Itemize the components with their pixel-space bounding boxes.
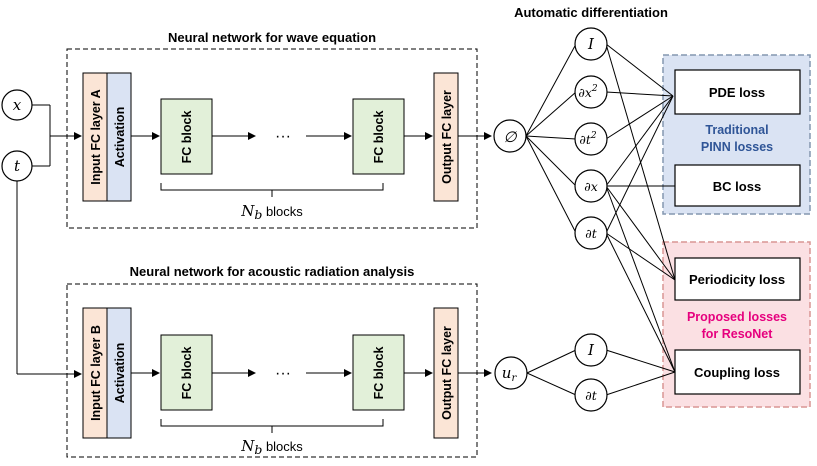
output-fc-layer-bottom-label: Output FC layer — [440, 326, 454, 420]
fc-block-top-2 — [352, 98, 405, 175]
ur-output-node: ur — [494, 356, 528, 390]
pde-loss-box — [674, 69, 801, 115]
derivative-identity-label: I — [587, 35, 595, 53]
fc-block-top-1-label: FC block — [180, 111, 194, 164]
fc-block-bottom-1 — [160, 334, 213, 411]
traditional-group-label-2: PINN losses — [701, 140, 773, 154]
derivative-identity-node: I — [574, 27, 608, 61]
activation-top-label: Activation — [113, 107, 127, 167]
acoustic-network-title: Neural network for acoustic radiation an… — [130, 264, 415, 279]
blocks-brace-bottom — [160, 419, 384, 427]
derivative-dt-bottom-label: ∂t — [585, 388, 597, 403]
derivative-identity-bottom-label: I — [587, 341, 595, 359]
periodicity-loss-label: Periodicity loss — [689, 272, 785, 287]
blocks-count-top: Nb blocks — [240, 202, 303, 222]
fc-block-top-1 — [160, 98, 213, 175]
derivative-dt-node: ∂t — [574, 216, 608, 250]
coupling-loss-box — [674, 349, 801, 395]
activation-bottom-label: Activation — [113, 343, 127, 403]
proposed-group-label-1: Proposed losses — [687, 310, 787, 324]
derivative-dx2-node: ∂x2 — [574, 75, 608, 109]
fc-block-top-2-label: FC block — [372, 111, 386, 164]
activation-top — [106, 72, 132, 202]
output-fc-layer-top-label: Output FC layer — [440, 90, 454, 184]
proposed-group-label-2: for ResoNet — [702, 327, 774, 341]
autodiff-edges — [525, 43, 676, 396]
input-t-label: t — [14, 157, 21, 175]
derivative-dx2-label: ∂x2 — [578, 84, 598, 100]
fc-block-bottom-1-label: FC block — [180, 347, 194, 400]
output-fc-layer-bottom — [433, 307, 459, 439]
derivative-dx-label: ∂x — [584, 179, 598, 194]
output-fc-layer-top — [433, 72, 459, 202]
derivative-dx-node: ∂x — [574, 169, 608, 203]
wave-network-title: Neural network for wave equation — [168, 30, 376, 45]
bc-loss-label: BC loss — [713, 179, 761, 194]
input-fc-layer-b — [82, 307, 108, 439]
wave-network-frame — [66, 48, 478, 229]
pde-loss-label: PDE loss — [709, 85, 765, 100]
blocks-count-bottom: Nb blocks — [240, 437, 303, 457]
input-x-label: x — [13, 96, 22, 114]
ellipsis-top: ··· — [275, 128, 291, 145]
ellipsis-bottom: ··· — [275, 365, 291, 382]
input-fc-layer-b-label: Input FC layer B — [89, 325, 103, 421]
blocks-brace-top — [160, 183, 384, 191]
bc-loss-box — [674, 164, 801, 207]
derivative-dt-label: ∂t — [585, 226, 597, 241]
periodicity-loss-box — [674, 257, 801, 301]
fc-block-bottom-2 — [352, 334, 405, 411]
input-fc-layer-a-label: Input FC layer A — [89, 89, 103, 184]
input-t-node: t — [1, 150, 33, 182]
derivative-dt-bottom-node: ∂t — [574, 378, 608, 412]
derivative-dt2-node: ∂t2 — [574, 122, 608, 156]
acoustic-network-frame — [66, 283, 478, 458]
derivative-identity-bottom-node: I — [574, 333, 608, 367]
input-x-node: x — [1, 89, 33, 121]
derivative-dt2-label: ∂t2 — [579, 131, 597, 147]
autodiff-title: Automatic differentiation — [514, 5, 668, 20]
phi-label: ∅ — [503, 128, 517, 146]
coupling-loss-label: Coupling loss — [694, 365, 780, 380]
fc-block-bottom-2-label: FC block — [372, 347, 386, 400]
phi-output-node: ∅ — [493, 119, 527, 153]
ur-label: ur — [502, 364, 518, 384]
traditional-group-label-1: Traditional — [705, 123, 768, 137]
